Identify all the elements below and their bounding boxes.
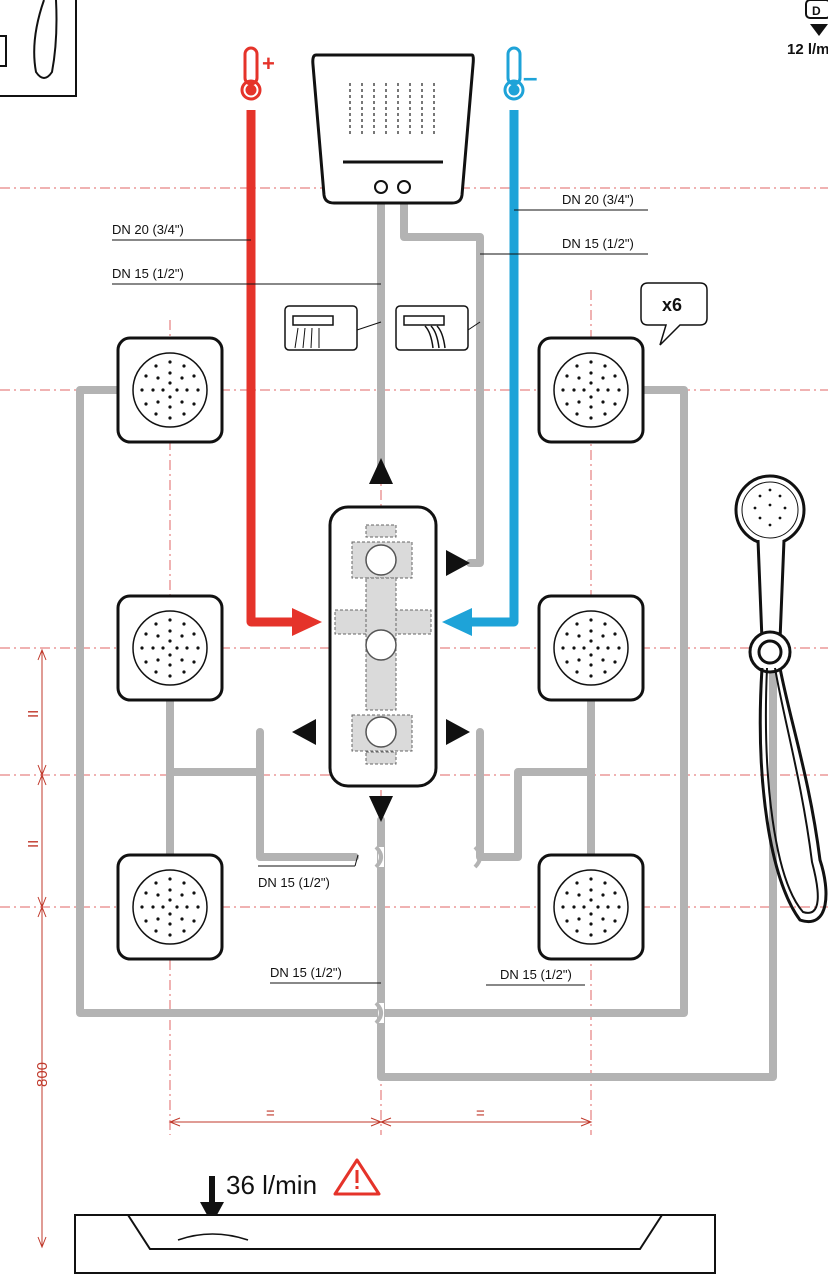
label-dn15-low-right: DN 15 (1/2")	[500, 967, 572, 982]
thermometer-hot-icon	[240, 46, 262, 101]
body-jet-icon	[537, 336, 645, 444]
shower-tray	[74, 1214, 716, 1274]
hot-badge: +	[262, 51, 275, 76]
thermostatic-mixer	[328, 505, 438, 788]
pipe-size-labels: DN 20 (3/4") DN 15 (1/2") DN 20 (3/4") D…	[112, 192, 648, 986]
label-dn20-hot: DN 20 (3/4")	[112, 222, 184, 237]
jets-count-callout: x6	[640, 282, 708, 346]
body-jet-icon	[537, 853, 645, 961]
dimension-lines	[37, 648, 593, 1249]
cold-supply-pipe	[468, 110, 519, 627]
corner-fragment-top-right: D 12 l/m	[787, 0, 828, 58]
grey-pipes	[76, 196, 777, 1081]
cold-badge: –	[523, 62, 537, 92]
body-jet-icon	[537, 594, 645, 702]
rain-shower-head-icon	[311, 53, 475, 205]
dim-height: 800	[34, 1062, 51, 1087]
body-jet-icon	[116, 853, 224, 961]
rain-mode-icon	[284, 305, 382, 351]
flow-rate: 36 l/min	[226, 1170, 317, 1200]
hot-supply-pipe	[246, 110, 298, 627]
corner-fragment-top-left	[0, 0, 77, 97]
label-dn15-mid: DN 15 (1/2")	[258, 875, 330, 890]
dim-equal-vertical-2: II	[25, 840, 42, 848]
dim-equal-vertical-1: II	[25, 710, 42, 718]
flow-arrows	[292, 458, 470, 822]
hot-inlet-arrow	[292, 608, 322, 636]
cold-inlet-arrow	[442, 608, 472, 636]
dim-equal-left: =	[266, 1105, 275, 1122]
hand-shower-icon	[734, 474, 828, 924]
thermometer-cold-icon	[503, 46, 525, 101]
body-jet-icon	[116, 594, 224, 702]
body-jet-icon	[116, 336, 224, 444]
label-dn20-cold: DN 20 (3/4")	[562, 192, 634, 207]
cascade-mode-icon	[395, 305, 481, 351]
label-dn15-low-left: DN 15 (1/2")	[270, 965, 342, 980]
jets-count: x6	[662, 295, 682, 315]
corner-letter: D	[812, 4, 821, 18]
label-dn15-top: DN 15 (1/2")	[112, 266, 184, 281]
warning-triangle-icon	[333, 1158, 381, 1196]
flow-down-arrow	[200, 1176, 224, 1224]
dim-equal-right: =	[476, 1105, 485, 1122]
label-dn15-right: DN 15 (1/2")	[562, 236, 634, 251]
small-flow-rate: 12 l/m	[787, 41, 828, 58]
